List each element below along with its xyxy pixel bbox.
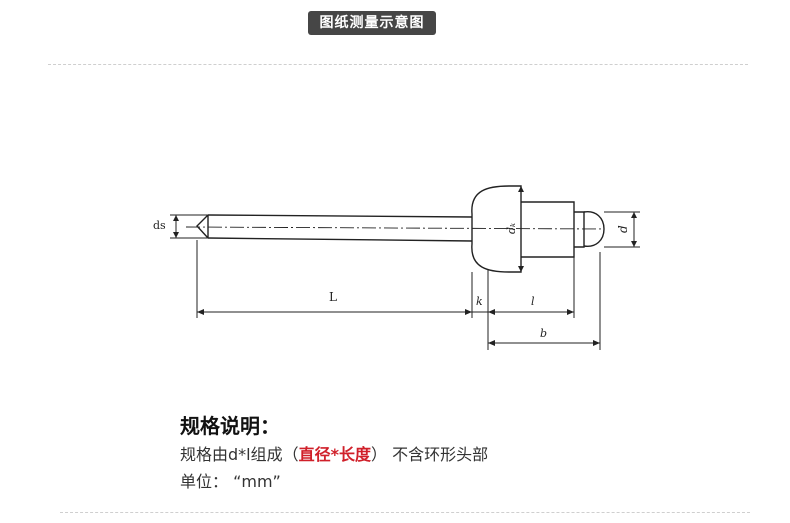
mandrel-ball (583, 211, 605, 247)
label-ds: ds (153, 219, 166, 232)
label-b: b (540, 327, 547, 340)
divider-top (48, 64, 748, 65)
center-line (185, 226, 605, 230)
mandrel-tip (196, 214, 209, 239)
label-k: k (476, 295, 483, 308)
label-L: L (329, 290, 337, 304)
label-l: l (531, 295, 535, 308)
mandrel-collar (574, 211, 585, 248)
mandrel-shaft (207, 214, 473, 242)
label-dk: dₖ (505, 223, 518, 234)
page-title: 图纸测量示意图 (308, 11, 436, 35)
extension-lines (196, 240, 601, 350)
spec-heading: 规格说明： (180, 414, 280, 438)
divider-bottom (60, 512, 750, 513)
spec-line-size: 规格由d*l组成（直径*长度） 不含环形头部 (180, 441, 488, 465)
spec-size-prefix: 规格由d*l组成（ (180, 445, 299, 464)
rivet-body (521, 201, 575, 258)
spec-line-unit: 单位： “mm” (180, 472, 281, 491)
label-d: d (616, 225, 630, 233)
spec-size-suffix: ） 不含环形头部 (370, 445, 489, 464)
spec-size-highlight: 直径*长度 (298, 445, 371, 464)
